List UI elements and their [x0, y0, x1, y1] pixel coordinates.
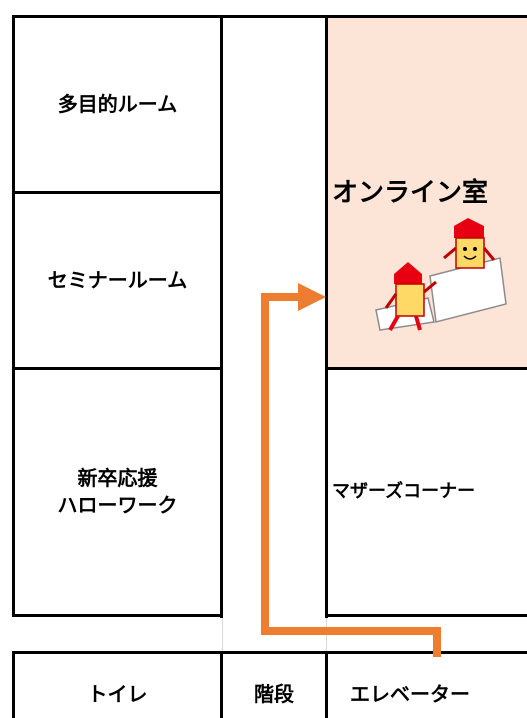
top-wall	[220, 15, 328, 18]
room-label-line: 新卒応援	[77, 466, 158, 490]
room-label: 新卒応援 ハローワーク	[58, 465, 178, 519]
room-label: 多目的ルーム	[57, 92, 178, 116]
room-online[interactable]: オンライン室	[325, 15, 527, 370]
room-label: マザーズコーナー	[332, 480, 476, 502]
room-label: セミナールーム	[47, 268, 188, 292]
room-label: トイレ	[87, 682, 148, 706]
room-stairs[interactable]: 階段	[220, 651, 328, 718]
room-elevator[interactable]: エレベーター	[325, 651, 527, 718]
corridor-grid-line	[222, 618, 223, 654]
corridor-wall-left	[220, 15, 223, 618]
room-label: オンライン室	[332, 178, 489, 208]
online-room-content: オンライン室	[332, 18, 527, 358]
mascot-pencil-characters-at-laptop-icon	[375, 218, 507, 331]
room-label: 階段	[254, 682, 294, 706]
corridor-grid-line	[326, 618, 327, 654]
room-mothers-corner[interactable]: マザーズコーナー	[325, 367, 527, 617]
room-label-line: ハローワーク	[57, 493, 178, 517]
room-label: エレベーター	[350, 682, 470, 706]
